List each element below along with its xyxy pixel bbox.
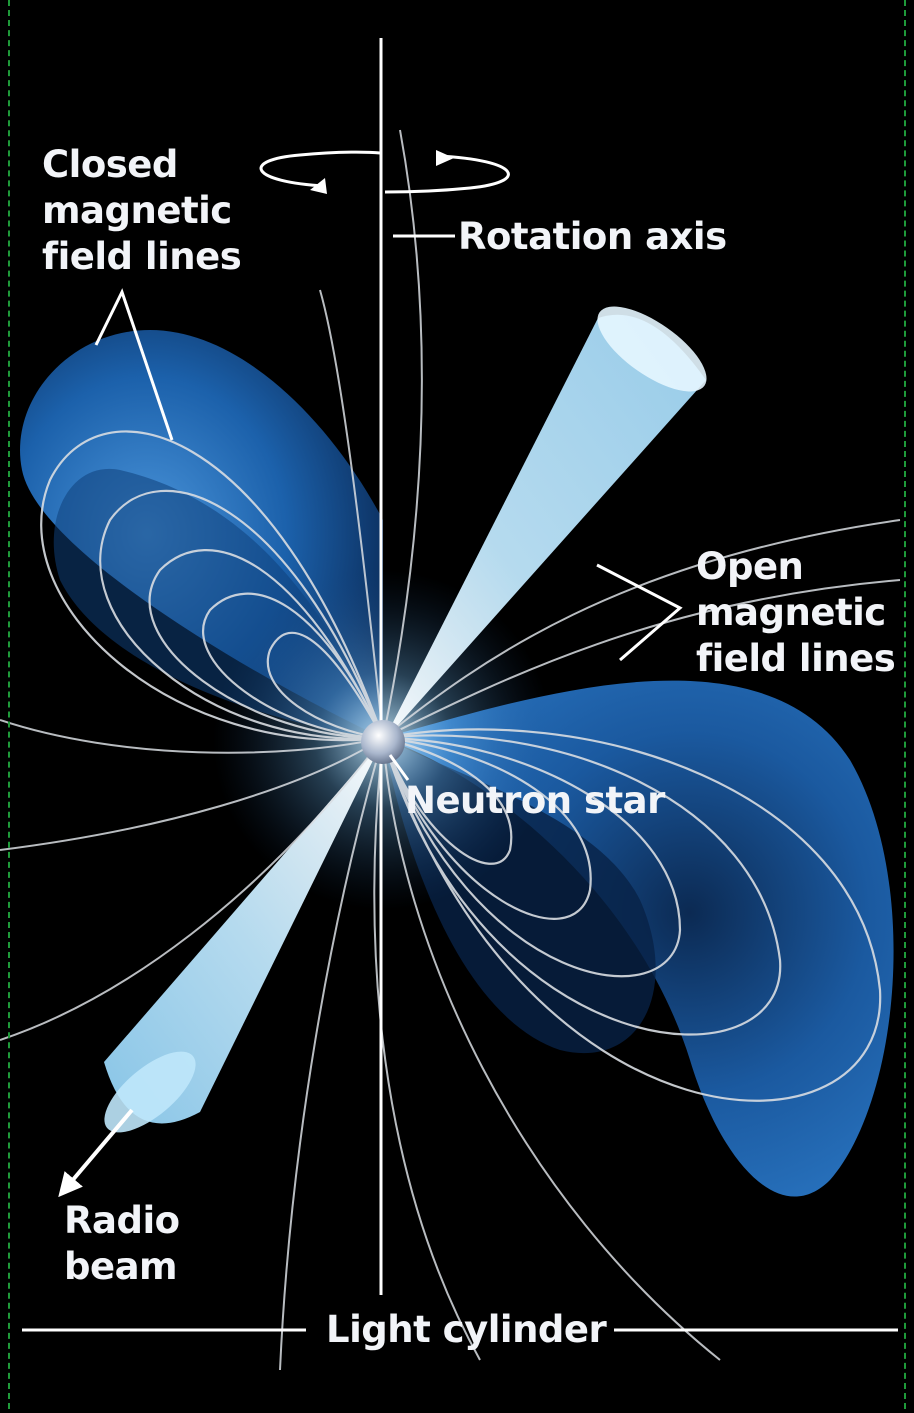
open-field-lines — [0, 129, 901, 1371]
radio-beam-arrow-icon — [58, 1108, 134, 1198]
radio-beam-upper-cap — [597, 306, 707, 392]
radio-beam-lower-cap — [104, 1051, 196, 1133]
open-field-lines-label: Open magnetic field lines — [696, 545, 896, 680]
left-edge-guide — [8, 0, 10, 1409]
closed-field-lines-lower — [381, 728, 882, 1102]
light-cylinder-label: Light cylinder — [326, 1308, 607, 1351]
closed-field-lines-label: Closed magnetic field lines — [42, 143, 242, 278]
closed-field-lines-upper — [40, 430, 385, 741]
radio-beam-lower — [104, 740, 383, 1124]
leader-lines — [94, 234, 683, 781]
neutron-star-label: Neutron star — [405, 779, 665, 822]
radio-beam-label: Radio beam — [64, 1199, 180, 1288]
right-edge-guide — [904, 0, 906, 1409]
radio-beam-upper — [383, 314, 706, 742]
neutron-star-icon — [361, 720, 405, 764]
rotation-axis-label: Rotation axis — [458, 215, 727, 258]
rotation-direction-icon — [259, 150, 510, 194]
